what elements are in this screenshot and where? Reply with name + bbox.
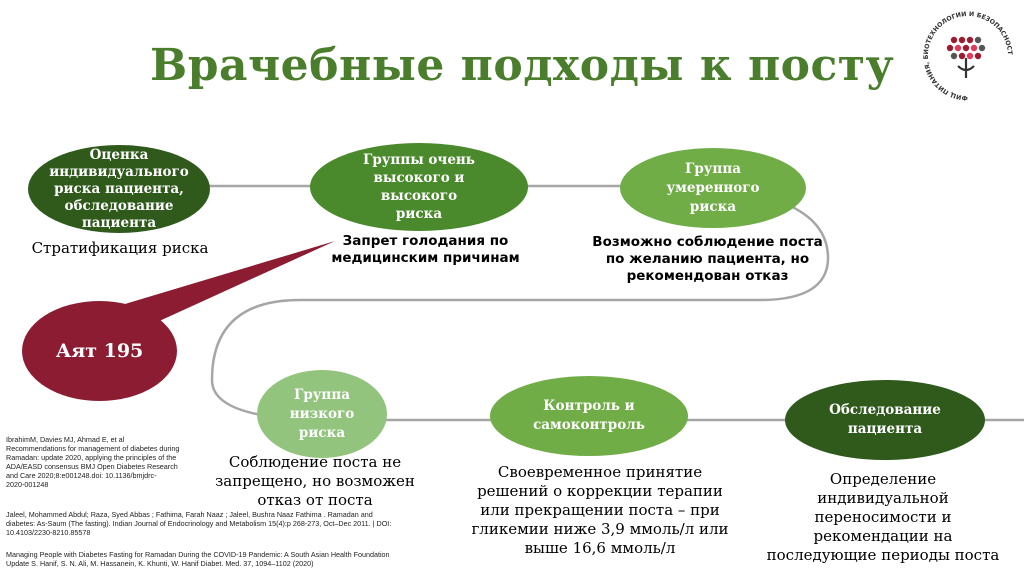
svg-text:ФИЦ ПИТАНИЯ, БИОТЕХНОЛОГИИ И Б: ФИЦ ПИТАНИЯ, БИОТЕХНОЛОГИИ И БЕЗОПАСНОСТ…: [920, 8, 1013, 101]
node-examination: Обследование пациента: [785, 380, 985, 460]
prohibition-note: Запрет голодания по медицинским причинам: [331, 233, 520, 266]
node-high-risk-label: Группы очень высокого и высокого риска: [363, 152, 475, 222]
stratification-label: Стратификация риска: [31, 239, 209, 257]
node-ayat-195-label: Аят 195: [55, 340, 144, 362]
node-control: Контроль и самоконтроль: [490, 376, 688, 456]
reference-jaleel: Jaleel, Mohammed Abdul; Raza, Syed Abbas…: [6, 510, 392, 537]
moderate-risk-note: Возможно соблюдение поста по желанию пац…: [592, 234, 823, 284]
node-examination-label: Обследование пациента: [829, 402, 941, 437]
node-low-risk-label: Группа низкого риска: [289, 386, 355, 441]
node-low-risk: Группа низкого риска: [257, 370, 387, 458]
tree-dots-logo-icon: [946, 36, 986, 78]
institute-logo: ФИЦ ПИТАНИЯ, БИОТЕХНОЛОГИИ И БЕЗОПАСНОСТ…: [920, 8, 1013, 101]
node-control-label: Контроль и самоконтроль: [533, 398, 645, 433]
node-moderate-risk: Группа умеренного риска: [620, 148, 806, 228]
examination-note: Определение индивидуальной переносимости…: [766, 470, 1000, 564]
node-ayat-195: Аят 195: [22, 301, 177, 401]
reference-hanif: Managing People with Diabetes Fasting fo…: [6, 550, 390, 568]
node-moderate-risk-label: Группа умеренного риска: [666, 160, 760, 215]
node-risk-assessment: Оценка индивидуального риска пациента, о…: [28, 145, 210, 233]
reference-ibrahim: IbrahimM, Davies MJ, Ahmad E, et al Reco…: [6, 435, 180, 489]
control-note: Своевременное принятие решений о коррекц…: [471, 463, 729, 557]
node-high-risk: Группы очень высокого и высокого риска: [310, 143, 528, 231]
page-title: Врачебные подходы к посту: [150, 40, 895, 91]
flow-connector-line: [178, 184, 1024, 422]
logo-ring-text: ФИЦ ПИТАНИЯ, БИОТЕХНОЛОГИИ И БЕЗОПАСНОСТ…: [920, 8, 1013, 101]
low-risk-note: Соблюдение поста не запрещено, но возмож…: [215, 453, 415, 509]
node-risk-assessment-label: Оценка индивидуального риска пациента, о…: [49, 146, 189, 231]
